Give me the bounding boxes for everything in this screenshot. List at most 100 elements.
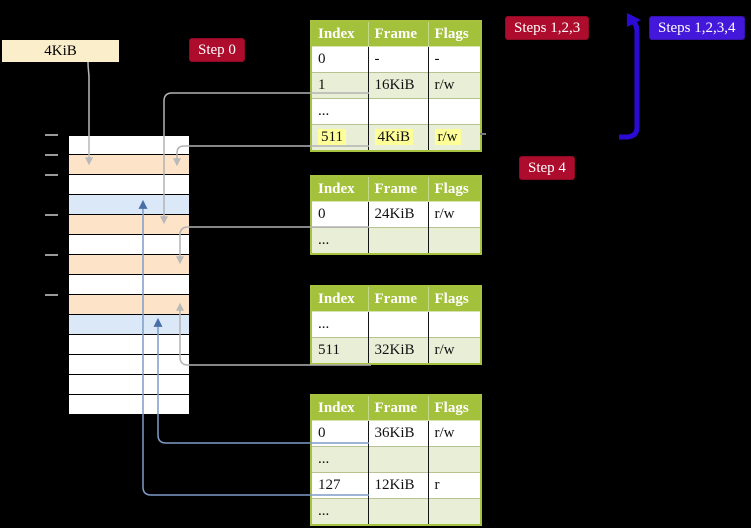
address-tick [45, 294, 58, 296]
table-row: ... [311, 98, 481, 125]
table-cell: r/w [427, 201, 481, 228]
badge-step-4: Step 4 [519, 156, 575, 180]
memory-row-mapped [69, 315, 189, 335]
address-tick [45, 134, 58, 136]
table-cell [367, 498, 428, 525]
table-cell: 0 [311, 46, 368, 73]
memory-row-free [69, 275, 189, 295]
table-cell [427, 446, 481, 473]
memory-row-free [69, 135, 189, 155]
table-cell: 32KiB [367, 337, 428, 364]
table-cell [367, 446, 428, 473]
address-tick [45, 154, 58, 156]
address-tick [45, 254, 58, 256]
table-cell [427, 227, 481, 254]
table-cell: 511 [311, 337, 368, 364]
table-cell: 511 [311, 124, 368, 151]
table-row: ... [311, 227, 481, 254]
memory-row-pagetable [69, 215, 189, 235]
highlighted-value: 511 [318, 129, 346, 145]
table-cell: r/w [427, 72, 481, 99]
table-cell: - [367, 46, 428, 73]
root-pointer-box: 4KiB [2, 40, 119, 62]
memory-row-free [69, 355, 189, 375]
table-row: ... [311, 311, 481, 338]
column-header: Flags [427, 286, 481, 312]
table-cell: r [427, 472, 481, 499]
table-cell: 1 [311, 72, 368, 99]
address-tick [45, 174, 58, 176]
memory-row-mapped [69, 195, 189, 215]
table-cell [427, 98, 481, 125]
column-header: Index [311, 395, 368, 421]
memory-row-free [69, 175, 189, 195]
table-cell [367, 227, 428, 254]
memory-row-pagetable [69, 255, 189, 275]
table-cell: 16KiB [367, 72, 428, 99]
column-header: Flags [427, 395, 481, 421]
table-cell: ... [311, 311, 368, 338]
highlighted-value: r/w [434, 129, 461, 145]
column-header: Flags [427, 176, 481, 202]
loop-back-arrow [619, 13, 641, 140]
badge-step-4-label: Step 4 [528, 160, 566, 176]
table-cell: r/w [427, 420, 481, 447]
table-cell: - [427, 46, 481, 73]
root-pointer-label: 4KiB [44, 43, 77, 59]
column-header: Frame [367, 176, 428, 202]
memory-row-free [69, 375, 189, 395]
table-cell: ... [311, 227, 368, 254]
table-cell: r/w [427, 124, 481, 151]
badge-step-0: Step 0 [189, 38, 245, 62]
table-row: ... [311, 498, 481, 525]
table-cell [367, 98, 428, 125]
table-cell [427, 498, 481, 525]
badge-steps-123: Steps 1,2,3 [505, 16, 590, 40]
column-header: Index [311, 21, 368, 47]
memory-row-free [69, 235, 189, 255]
table-cell: ... [311, 446, 368, 473]
table-cell: ... [311, 98, 368, 125]
table-row: ... [311, 446, 481, 473]
address-tick [45, 214, 58, 216]
table-cell: 0 [311, 201, 368, 228]
table-cell: 4KiB [367, 124, 428, 151]
memory-row-free [69, 395, 189, 415]
badge-step-0-label: Step 0 [198, 42, 236, 58]
column-header: Flags [427, 21, 481, 47]
column-header: Frame [367, 286, 428, 312]
table-cell: 0 [311, 420, 368, 447]
column-header: Frame [367, 21, 428, 47]
badge-steps-123-label: Steps 1,2,3 [514, 20, 581, 36]
table-cell [367, 311, 428, 338]
column-header: Index [311, 286, 368, 312]
table-cell: 127 [311, 472, 368, 499]
badge-steps-1234: Steps 1,2,3,4 [649, 16, 745, 40]
table-cell: r/w [427, 337, 481, 364]
column-header: Frame [367, 395, 428, 421]
column-header: Index [311, 176, 368, 202]
memory-row-pagetable [69, 155, 189, 175]
memory-row-pagetable [69, 295, 189, 315]
table-cell [427, 311, 481, 338]
table-cell: 36KiB [367, 420, 428, 447]
table-cell: 12KiB [367, 472, 428, 499]
memory-row-free [69, 335, 189, 355]
table-row: 0-- [311, 46, 481, 73]
table-cell: ... [311, 498, 368, 525]
badge-steps-1234-label: Steps 1,2,3,4 [658, 20, 736, 36]
